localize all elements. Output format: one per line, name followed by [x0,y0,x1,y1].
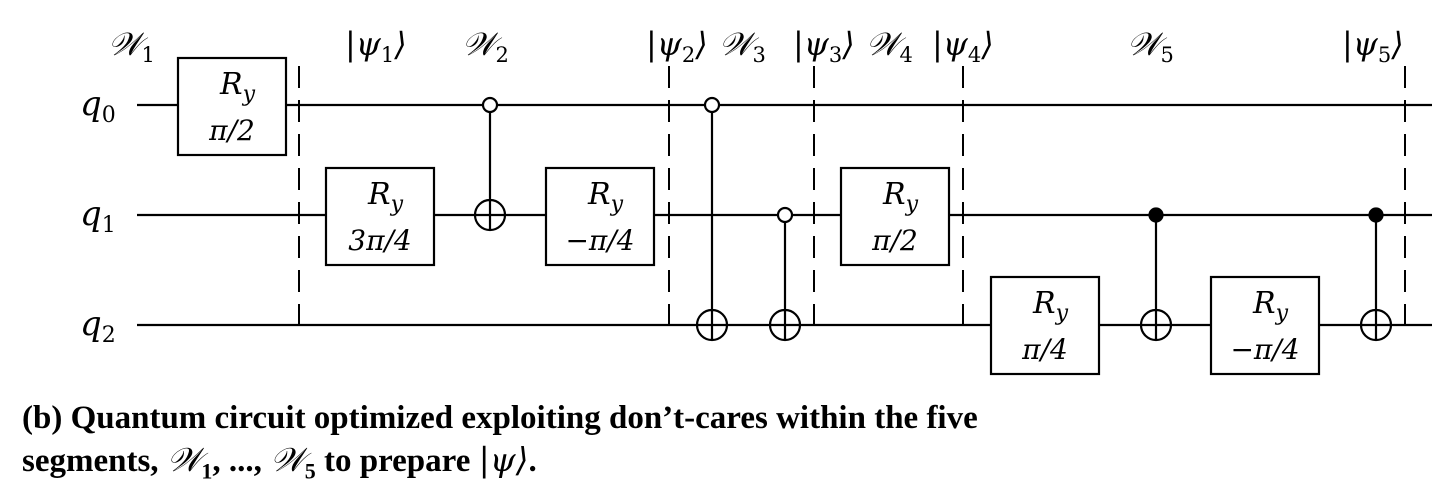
qubit-label-q0: q0 [80,84,116,128]
svg-text:Ry: Ry [587,177,624,217]
segment-label-w3: 𝒲3 [719,25,766,67]
cnot-gates [473,96,1393,342]
svg-text:3π/4: 3π/4 [348,224,411,257]
state-label-psi2: |ψ2⟩ [646,25,708,67]
segment-label-w2: 𝒲2 [462,25,509,67]
svg-text:Ry: Ry [219,67,256,107]
qubit-label-q1: q1 [80,194,116,238]
ry-gate-1: Ry π/2 [176,56,288,157]
cnot-q1-q2-open [768,206,802,342]
ry-gate-2: Ry 3π/4 [324,166,436,267]
ry-gate-4: Ry π/2 [839,166,951,267]
svg-text:Ry: Ry [1252,286,1289,326]
ry-gate-5: Ry π/4 [989,275,1101,376]
svg-text:Ry: Ry [1032,286,1069,326]
rotation-gates: Ry π/2 Ry 3π/4 Ry −π/4 Ry π/2 Ry π/4 Ry … [176,56,1321,376]
svg-text:−π/4: −π/4 [1230,333,1299,366]
cnot-q0-q2-open [695,96,729,342]
ry-gate-3: Ry −π/4 [544,166,656,267]
state-label-psi1: |ψ1⟩ [345,25,407,67]
segment-label-w4: 𝒲4 [866,25,913,67]
ry-gate-6: Ry −π/4 [1209,275,1321,376]
state-label-psi3: |ψ3⟩ [793,25,855,67]
state-label-psi5: |ψ5⟩ [1342,25,1404,67]
segment-barriers [298,66,1406,338]
segment-label-w1: 𝒲1 [108,25,155,67]
cnot-q1-q2-filled-1 [1139,207,1173,342]
open-control-dot [481,96,499,114]
quantum-circuit-diagram: q0 q1 q2 𝒲1 𝒲2 𝒲3 𝒲4 𝒲5 |ψ1⟩ |ψ2⟩ |ψ3⟩ |… [80,25,1432,376]
open-control-dot [703,96,721,114]
state-labels: |ψ1⟩ |ψ2⟩ |ψ3⟩ |ψ4⟩ |ψ5⟩ [345,25,1404,67]
filled-control-dot [1368,207,1384,223]
segment-labels: 𝒲1 𝒲2 𝒲3 𝒲4 𝒲5 [108,25,1174,67]
svg-text:Ry: Ry [367,177,404,217]
caption-line-2: segments, 𝒲1, ..., 𝒲5 to prepare |ψ⟩. [22,440,537,484]
svg-text:π/2: π/2 [871,224,918,257]
qubit-label-q2: q2 [80,304,116,348]
open-control-dot [776,206,794,224]
state-label-psi4: |ψ4⟩ [932,25,994,67]
cnot-q0-q1-open [473,96,507,232]
cnot-q1-q2-filled-2 [1359,207,1393,342]
svg-text:π/4: π/4 [1021,333,1068,366]
segment-label-w5: 𝒲5 [1127,25,1174,67]
svg-text:−π/4: −π/4 [565,224,634,257]
figure-caption: (b) Quantum circuit optimized exploiting… [22,398,1322,492]
svg-text:π/2: π/2 [208,114,255,147]
qubit-labels: q0 q1 q2 [80,84,116,348]
caption-line-1: (b) Quantum circuit optimized exploiting… [22,400,978,436]
svg-text:Ry: Ry [882,177,919,217]
filled-control-dot [1148,207,1164,223]
